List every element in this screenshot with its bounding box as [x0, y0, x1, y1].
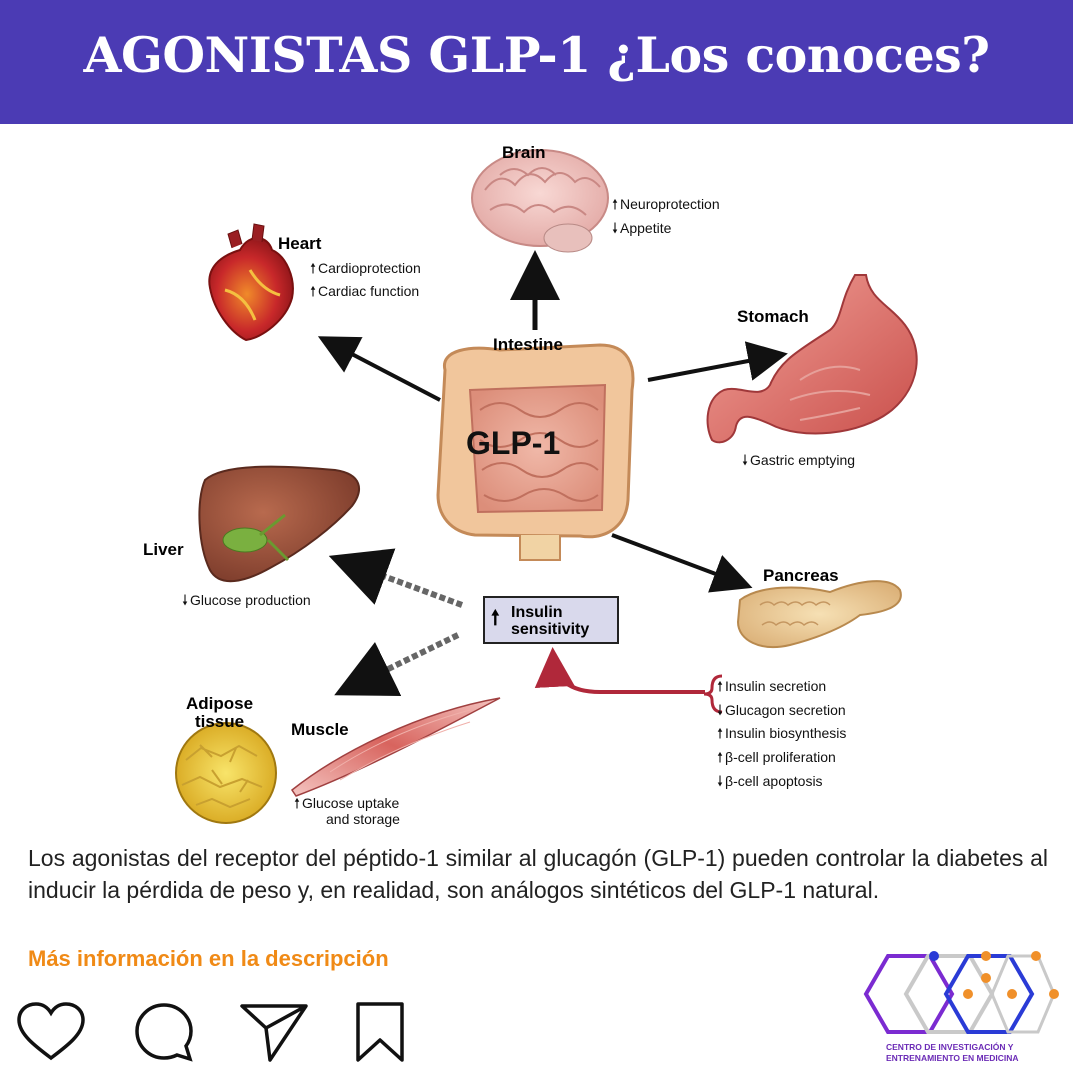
adipose-illustration [175, 722, 277, 824]
heart-label: Heart [278, 234, 322, 253]
send-icon[interactable] [238, 1000, 310, 1064]
insulin-sensitivity-box: 🠕 Insulin sensitivity [483, 596, 619, 644]
bookmark-icon[interactable] [352, 1000, 408, 1064]
arrow-to-pancreas [611, 533, 753, 593]
arrow-to-stomach [647, 341, 788, 382]
liver-label: Liver [143, 540, 184, 559]
pancreas-effect-beta-cell-apoptosis: 🠗β-cell apoptosis [717, 773, 823, 789]
heart-icon[interactable] [15, 1000, 87, 1064]
heart-effect-cardiac-function: 🠕Cardiac function [310, 283, 420, 299]
pancreas-illustration [736, 580, 902, 648]
brain-illustration [471, 149, 609, 253]
liver-effect-glucose-production: 🠗Glucose production [182, 592, 311, 608]
brain-label: Brain [502, 143, 546, 162]
brain-effect-appetite: 🠗Appetite [612, 220, 672, 236]
muscle-label: Muscle [291, 720, 349, 739]
pancreas-effects-bracket [703, 674, 723, 714]
comment-icon[interactable] [132, 1000, 196, 1064]
heart-effect-cardioprotection: 🠕Cardioprotection [310, 260, 421, 276]
glp1-label: GLP-1 [466, 425, 561, 461]
stomach-label: Stomach [737, 307, 809, 326]
heart-illustration [208, 223, 294, 342]
arrow-pancreas-to-insulin [534, 647, 705, 694]
brain-effect-neuroprotection: 🠕Neuroprotection [612, 196, 720, 212]
insulin-box-line1: Insulin [511, 604, 563, 621]
pancreas-effect-insulin-biosynthesis: 🠕Insulin biosynthesis [717, 725, 847, 741]
pancreas-label: Pancreas [763, 566, 839, 585]
glp1-diagram [175, 149, 918, 824]
arrow-to-liver [328, 548, 464, 608]
up-arrow-icon: 🠕 [491, 607, 500, 629]
arrow-to-muscle [334, 632, 460, 696]
caption-text: Los agonistas del receptor del péptido-1… [28, 845, 1048, 903]
adipose-label: Adipose tissue [186, 694, 254, 731]
intestine-label: Intestine [493, 335, 563, 354]
intestine-illustration [436, 343, 635, 561]
liver-illustration [198, 465, 361, 583]
pancreas-effect-beta-cell-proliferation: 🠕β-cell proliferation [717, 749, 836, 765]
page-title: AGONISTAS GLP-1 ¿Los conoces? [83, 26, 990, 84]
more-info-link[interactable]: Más información en la descripción [28, 946, 389, 971]
ciem-logo [863, 951, 1059, 1034]
logo-text: CENTRO DE INVESTIGACIÓN Y ENTRENAMIENTO … [886, 1042, 1019, 1063]
insulin-box-line2: sensitivity [511, 621, 590, 638]
pancreas-effect-insulin-secretion: 🠕Insulin secretion [717, 678, 827, 694]
pancreas-effect-glucagon-secretion: 🠗Glucagon secretion [717, 702, 846, 718]
title-banner: AGONISTAS GLP-1 ¿Los conoces? [0, 0, 1073, 124]
arrow-to-heart [317, 336, 441, 402]
stomach-effect-gastric-emptying: 🠗Gastric emptying [742, 452, 856, 468]
stomach-illustration [706, 274, 918, 444]
muscle-illustration [290, 697, 501, 797]
muscle-effect-glucose-uptake: 🠕Glucose uptake and storage [294, 795, 400, 827]
